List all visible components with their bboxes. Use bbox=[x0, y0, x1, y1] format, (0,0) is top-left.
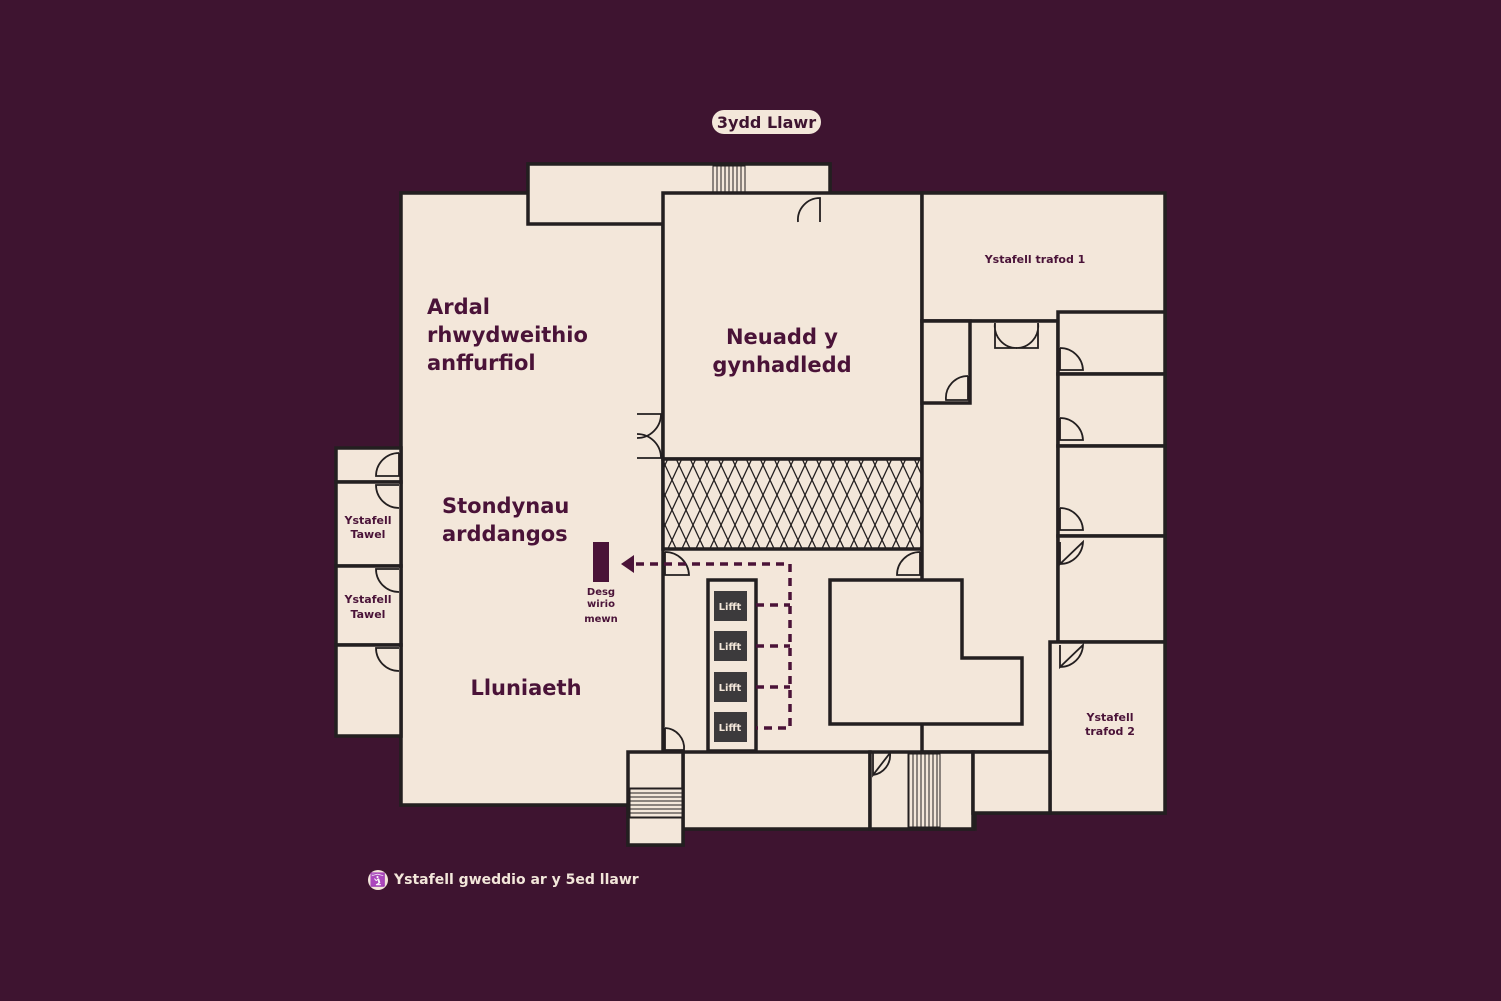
room-discussion-2 bbox=[1048, 640, 1167, 815]
room-quiet-2 bbox=[334, 564, 403, 647]
small-room-a bbox=[920, 319, 972, 405]
label-quiet-2-a: Ystafell bbox=[344, 593, 392, 606]
doors bbox=[375, 197, 1084, 778]
side-room-1 bbox=[1056, 310, 1167, 376]
checkin-desk bbox=[593, 542, 609, 582]
label-exhibition-2: arddangos bbox=[442, 522, 568, 546]
label-discussion-2-b: trafod 2 bbox=[1085, 725, 1135, 738]
label-networking-2: rhwydweithio bbox=[427, 323, 588, 347]
label-discussion-1: Ystafell trafod 1 bbox=[984, 253, 1086, 266]
label-networking-3: anffurfiol bbox=[427, 351, 536, 375]
footnote-text: Ystafell gweddio ar y 5ed llawr bbox=[394, 872, 639, 888]
stairs-bottom bbox=[907, 753, 941, 828]
foyer-pattern bbox=[661, 457, 924, 551]
label-quiet-1-b: Tawel bbox=[351, 528, 386, 541]
label-checkin-1: Desg bbox=[587, 587, 615, 598]
bottom-room-a bbox=[681, 750, 872, 831]
lift-4 bbox=[714, 712, 747, 742]
lift-label-1: Lifft bbox=[719, 602, 742, 613]
label-catering: Lluniaeth bbox=[470, 676, 581, 700]
label-checkin-3: mewn bbox=[584, 614, 618, 625]
route-path bbox=[636, 562, 792, 730]
prayer-icon: 🛐 bbox=[368, 870, 388, 890]
label-conference-1: Neuadd y bbox=[726, 325, 838, 349]
side-room-2 bbox=[1056, 372, 1167, 448]
room-quiet-1 bbox=[334, 480, 403, 568]
label-quiet-1-a: Ystafell bbox=[344, 514, 392, 527]
lift-2 bbox=[714, 631, 747, 661]
label-checkin-2: wirio bbox=[587, 599, 615, 610]
room-discussion-1 bbox=[920, 191, 1167, 323]
quiet-room-bottom bbox=[334, 643, 403, 738]
label-networking-1: Ardal bbox=[427, 295, 490, 319]
label-exhibition-1: Stondynau bbox=[442, 494, 569, 518]
lift-3 bbox=[714, 672, 747, 702]
label-conference-2: gynhadledd bbox=[712, 353, 851, 377]
core-block bbox=[828, 578, 1024, 726]
stairs-left bbox=[629, 787, 683, 819]
lift-label-3: Lifft bbox=[719, 683, 742, 694]
route-arrow-icon bbox=[621, 555, 634, 573]
bottom-room-c bbox=[971, 750, 1052, 815]
room-conference bbox=[661, 191, 924, 461]
side-room-4 bbox=[1056, 534, 1167, 644]
footnote: 🛐 Ystafell gweddio ar y 5ed llawr bbox=[368, 870, 639, 890]
label-quiet-2-b: Tawel bbox=[351, 608, 386, 621]
floor-title: 3ydd Llawr bbox=[712, 110, 821, 134]
side-room-3 bbox=[1056, 444, 1167, 538]
lift-1 bbox=[714, 591, 747, 621]
lifts: Lifft Lifft Lifft Lifft bbox=[714, 591, 747, 742]
lift-label-4: Lifft bbox=[719, 723, 742, 734]
lift-label-2: Lifft bbox=[719, 642, 742, 653]
label-discussion-2-a: Ystafell bbox=[1086, 711, 1134, 724]
